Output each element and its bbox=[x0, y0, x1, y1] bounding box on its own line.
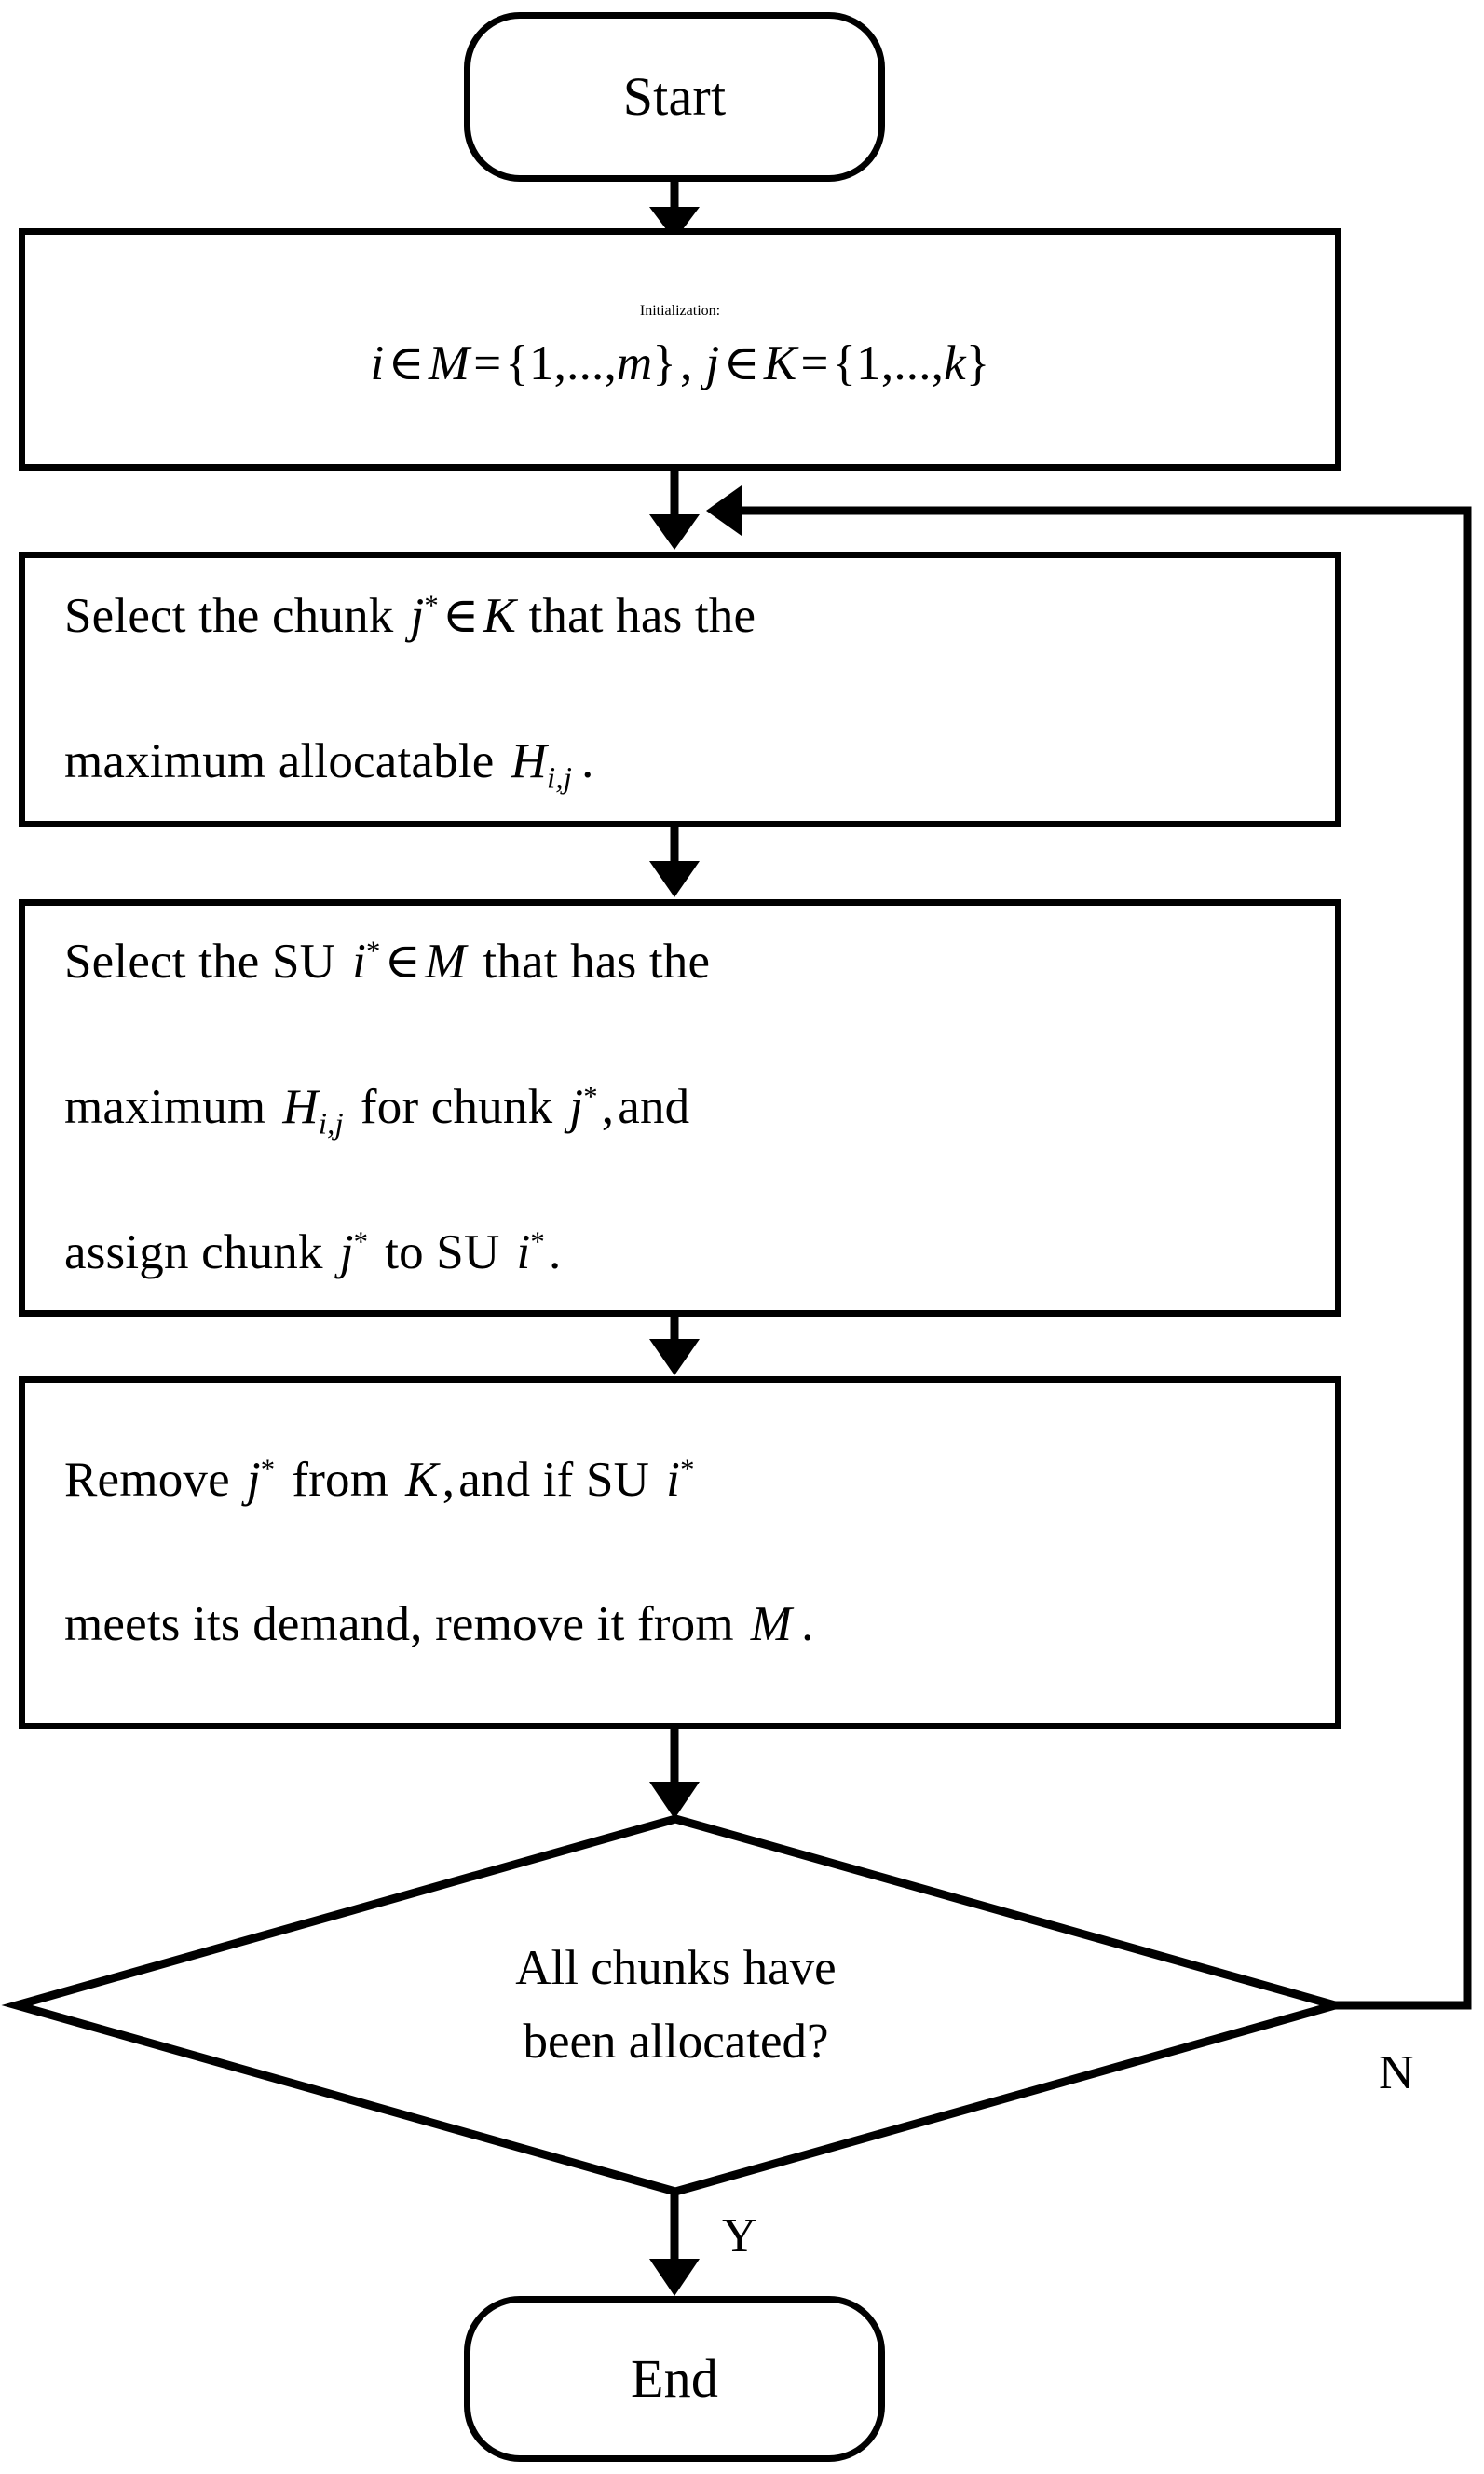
edge-remove-to-decision bbox=[649, 1729, 700, 1819]
node-initialization-body: Initialization: i∈M={1,...,m},j∈K={1,...… bbox=[25, 303, 1335, 396]
edge-decision-to-end bbox=[649, 2190, 700, 2296]
node-end[interactable]: End bbox=[464, 2296, 885, 2462]
node-end-label: End bbox=[630, 2347, 719, 2409]
initialization-title: Initialization: bbox=[639, 303, 721, 320]
decision-line-2: been allocated? bbox=[523, 2015, 829, 2069]
edge-label-no: N bbox=[1379, 2046, 1414, 2099]
node-decision-body: All chunks have been allocated? bbox=[17, 1819, 1335, 2192]
node-decision[interactable]: All chunks have been allocated? bbox=[17, 1819, 1335, 2192]
decision-line-1: All chunks have bbox=[515, 1940, 837, 1995]
edge-label-yes: Y bbox=[722, 2209, 757, 2262]
initialization-formula: i∈M={1,...,m},j∈K={1,...,k} bbox=[370, 336, 990, 391]
node-start-label: Start bbox=[622, 65, 727, 127]
node-start[interactable]: Start bbox=[464, 12, 885, 182]
node-initialization[interactable]: Initialization: i∈M={1,...,m},j∈K={1,...… bbox=[19, 228, 1341, 471]
